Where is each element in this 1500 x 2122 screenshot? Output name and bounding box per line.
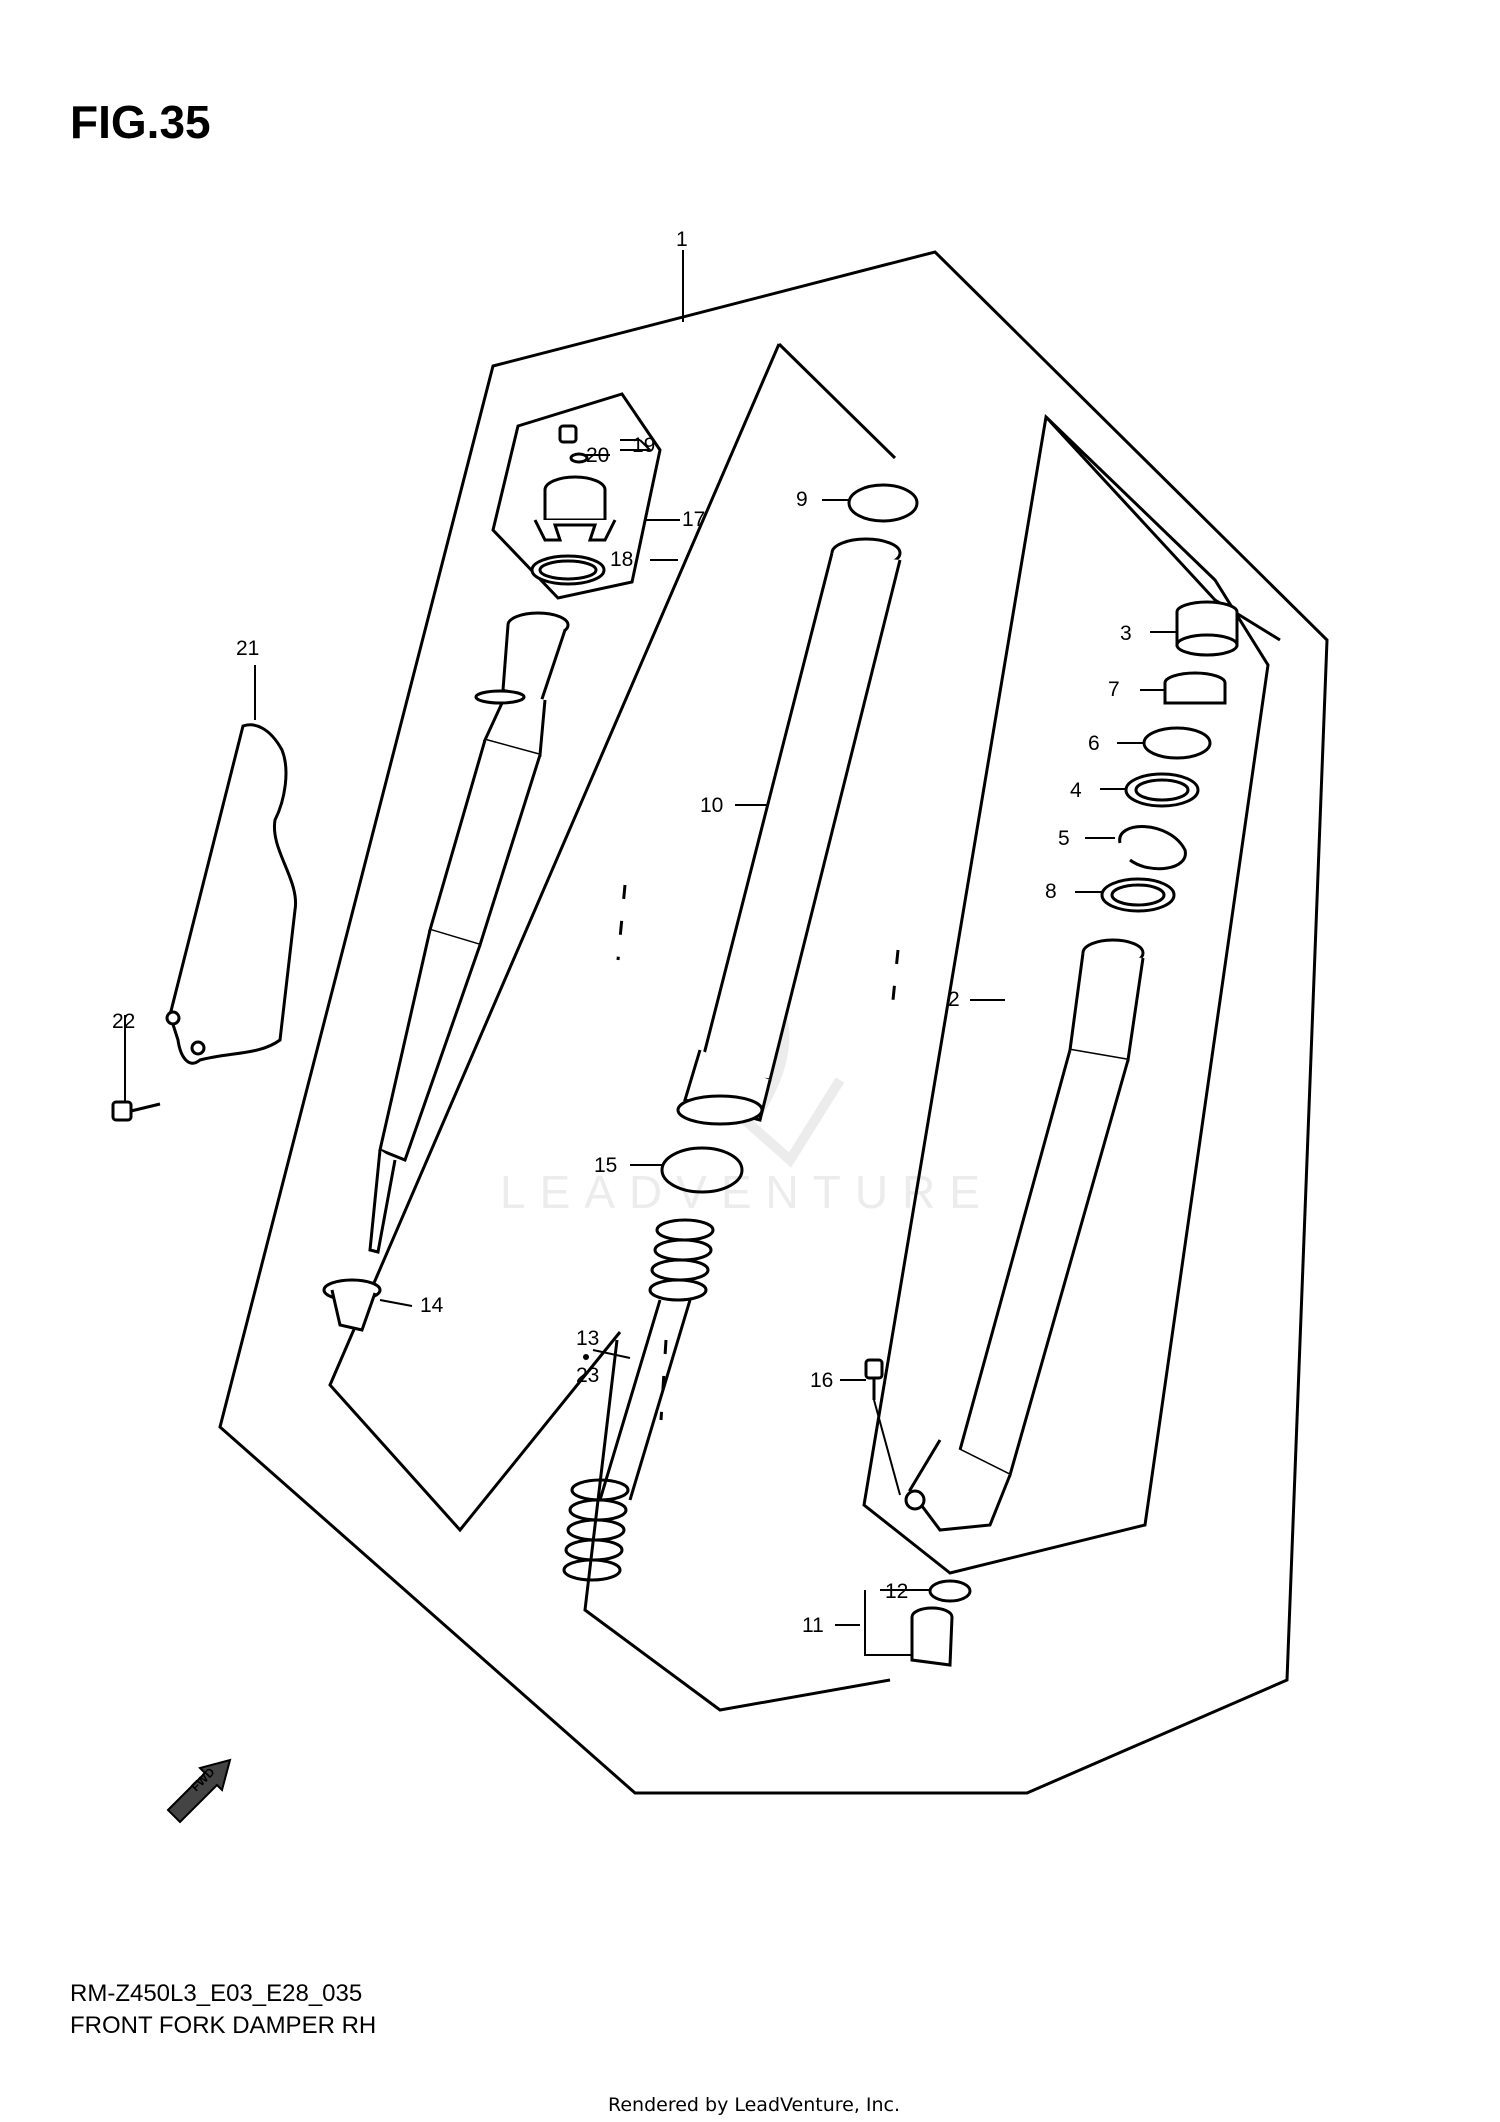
frame-cartridge-group — [328, 343, 781, 1533]
frame-tube-group-lower — [583, 1339, 891, 1712]
frame-cap-group — [491, 392, 662, 600]
frame-outer-assembly — [218, 250, 1329, 1795]
part-bolt-16 — [864, 1358, 884, 1400]
break-lines — [616, 884, 900, 1421]
part-damper-cartridge — [368, 611, 570, 1254]
part-ring-9 — [847, 483, 919, 523]
callout-12: 12 — [885, 1580, 908, 1603]
part-outer-tube-2 — [904, 938, 1145, 1532]
part-spring-13 — [562, 1218, 715, 1582]
assembly-frames — [218, 250, 1329, 1795]
callout-4: 4 — [1070, 779, 1082, 802]
frame-tube-group — [777, 342, 897, 460]
callout-19: 19 — [632, 434, 655, 457]
callout-5: 5 — [1058, 827, 1070, 850]
part-o-ring-12 — [928, 1579, 972, 1603]
part-stopper-ring-5 — [1118, 825, 1187, 871]
part-damper-cap — [530, 424, 617, 586]
callout-6: 6 — [1088, 732, 1100, 755]
part-fork-guard — [165, 723, 298, 1065]
callout-7: 7 — [1108, 678, 1120, 701]
part-inner-tube-10 — [676, 537, 902, 1126]
part-oil-seal-4 — [1124, 772, 1200, 808]
callout-23: 23 — [576, 1364, 599, 1387]
callout-20: 20 — [586, 444, 609, 467]
callout-15: 15 — [594, 1154, 617, 1177]
part-washer-6 — [1142, 726, 1212, 760]
callout-14: 14 — [420, 1294, 444, 1317]
figure-title: FIG.35 — [70, 96, 211, 148]
part-bushing-14 — [322, 1278, 382, 1332]
fwd-arrow-icon: FWD — [166, 1758, 232, 1824]
part-o-ring-15 — [660, 1146, 744, 1194]
callout-11: 11 — [802, 1614, 824, 1637]
part-bushing-7 — [1163, 671, 1227, 705]
leader-lines — [124, 250, 1177, 1656]
diagram-caption: FRONT FORK DAMPER RH — [70, 2012, 377, 2039]
callout-22: 22 — [112, 1010, 135, 1033]
diagram-code: RM-Z450L3_E03_E28_035 — [70, 1980, 363, 2007]
part-bolt-22 — [111, 1100, 161, 1122]
part-dust-seal-8 — [1100, 877, 1176, 913]
frame-outer-tube-group — [1044, 415, 1281, 642]
callout-13: 13 — [576, 1327, 599, 1350]
part-plug-11 — [910, 1606, 954, 1667]
callout-3: 3 — [1120, 622, 1132, 645]
rendered-by-footer: Rendered by LeadVenture, Inc. — [608, 2094, 901, 2116]
frame-outer-tube-parts — [862, 413, 1270, 1575]
callout-2: 2 — [948, 988, 960, 1011]
callout-9: 9 — [796, 488, 808, 511]
callout-21: 21 — [236, 637, 259, 660]
callout-17: 17 — [682, 508, 705, 531]
callout-16: 16 — [810, 1369, 833, 1392]
callout-8: 8 — [1045, 880, 1057, 903]
callout-13-23-dot — [583, 1354, 589, 1360]
part-bushing-3 — [1175, 600, 1239, 657]
callout-10: 10 — [700, 794, 723, 817]
callout-18: 18 — [610, 548, 633, 571]
callout-1: 1 — [676, 228, 688, 251]
